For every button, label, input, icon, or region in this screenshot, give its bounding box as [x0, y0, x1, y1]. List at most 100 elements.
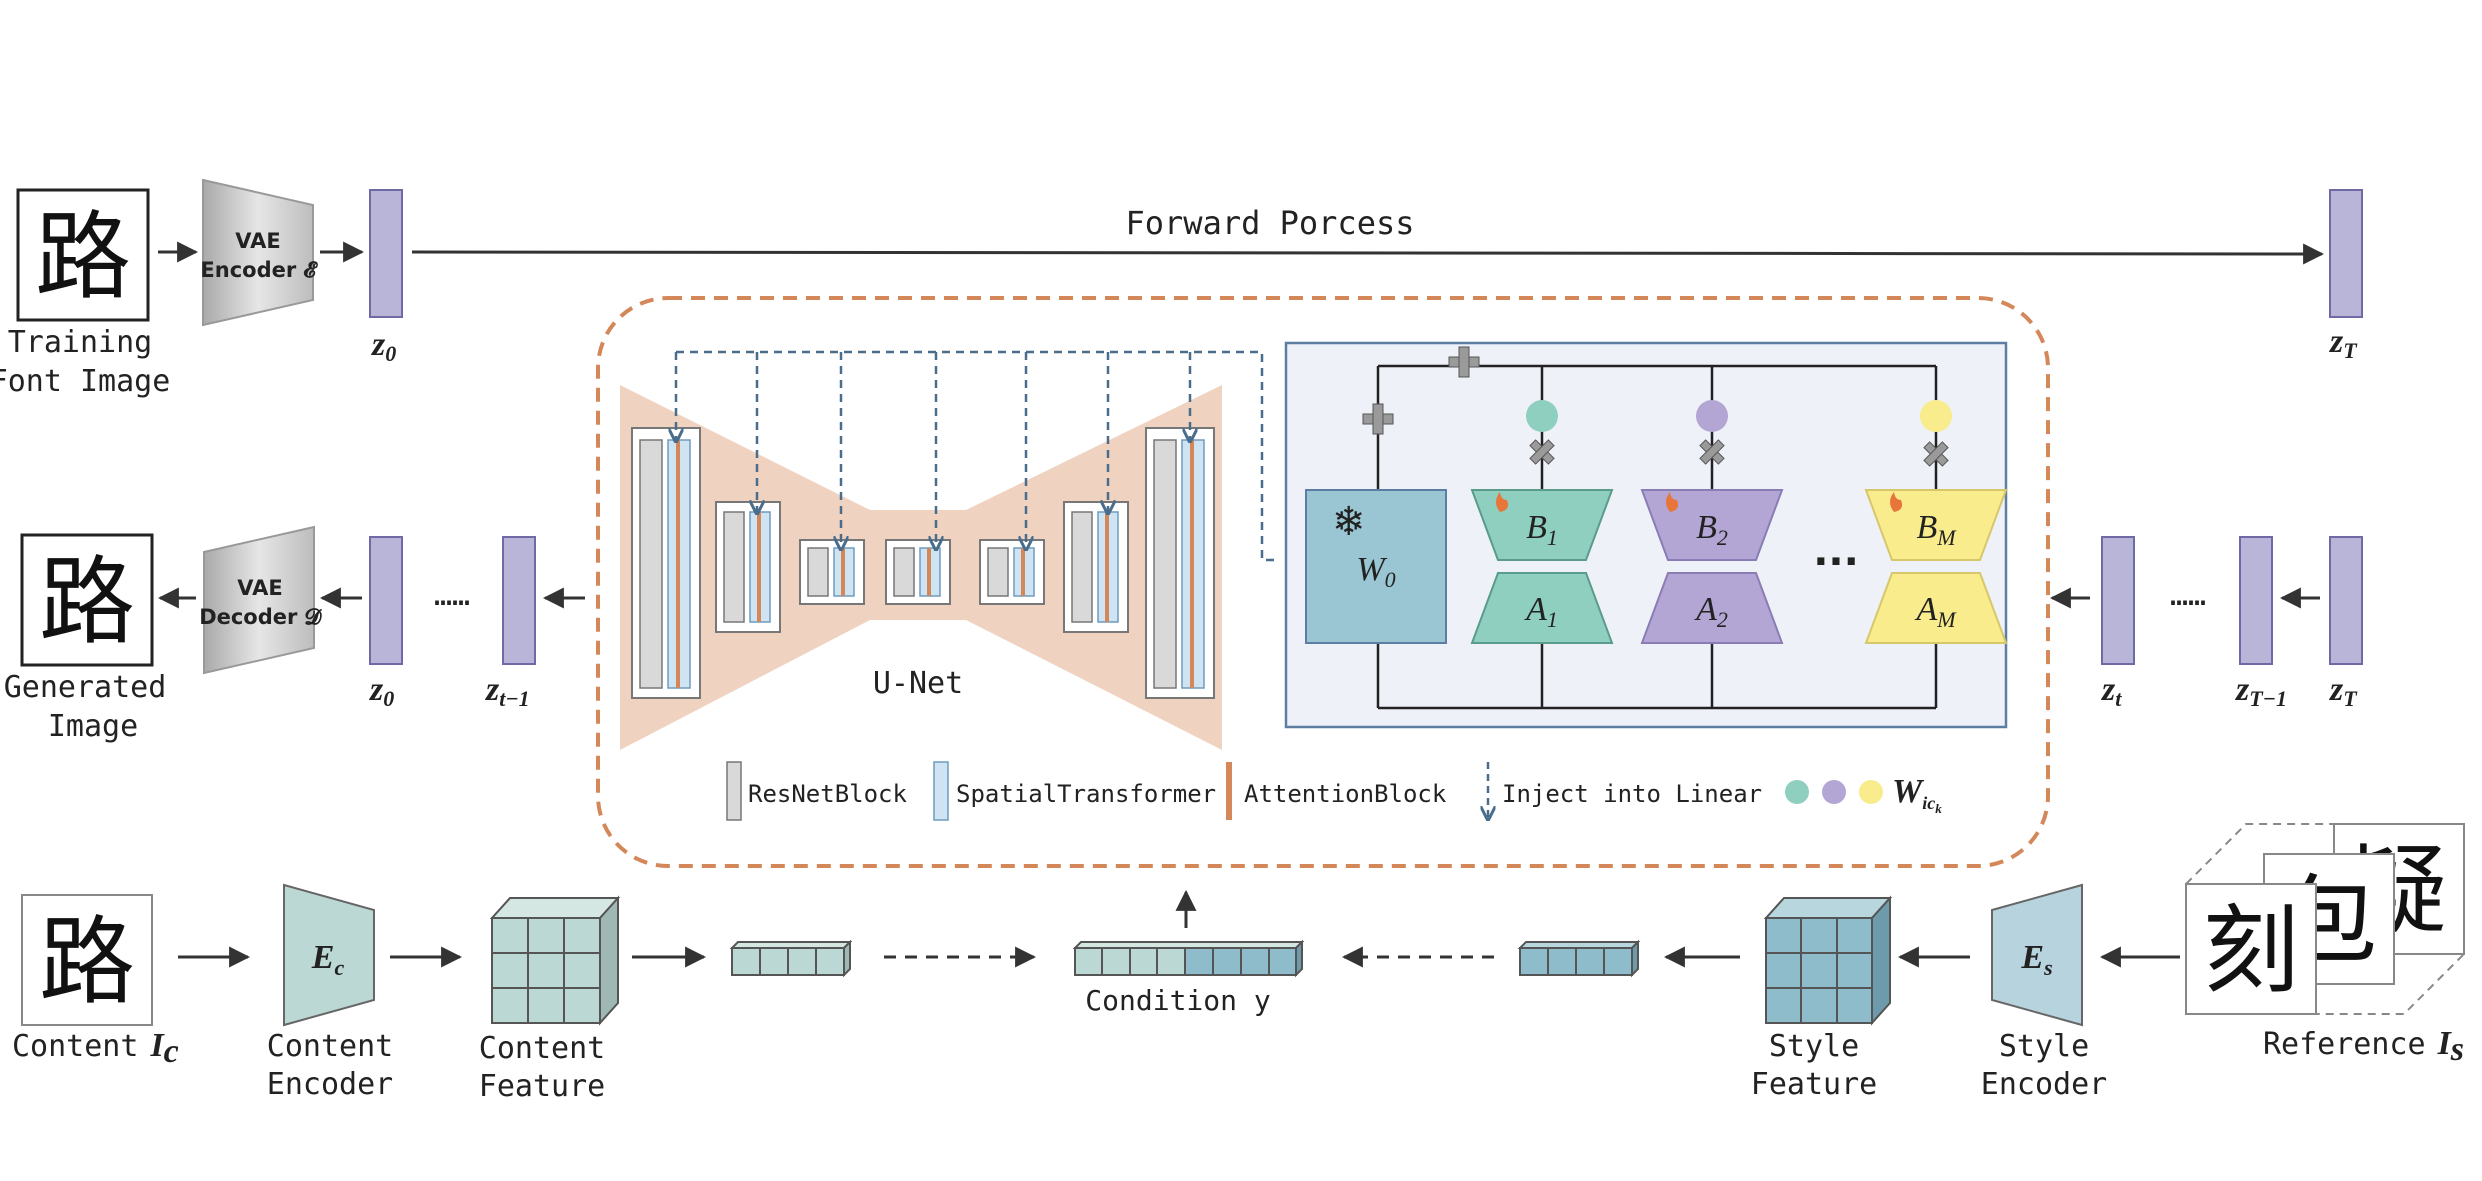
vae-encoder-label-1: VAE: [235, 229, 280, 253]
unet-block: [799, 539, 865, 605]
w0-label: W0: [1356, 551, 1395, 592]
legend-spatial-swatch: [933, 761, 949, 821]
style-token-strip: [1517, 939, 1641, 978]
zt1-label: zt−1: [485, 671, 530, 711]
reference-front-glyph: 刻: [2203, 895, 2299, 1007]
lora-panel: ❄ W0 B1 A1 B2 A2 ··· BM: [1284, 341, 2008, 729]
style-feature-label-2: Feature: [1751, 1067, 1877, 1102]
latent-zT-bottom: [2329, 536, 2363, 665]
lora-ellipsis: ···: [1813, 539, 1859, 585]
generated-label-1: Generated: [4, 670, 167, 705]
dots-right: ……: [2170, 578, 2206, 613]
vae-encoder: [202, 178, 314, 327]
multiply-icon: [1529, 439, 1555, 465]
training-font-image: [16, 188, 150, 322]
vae-encoder-label-2: Encoder 𝓔: [200, 258, 318, 282]
w0-block: [1305, 489, 1447, 644]
style-encoder-symbol: Es: [2020, 939, 2052, 980]
plus-icon: [1448, 346, 1480, 378]
latent-z0-top: [369, 189, 403, 318]
vae-decoder-label-2: Decoder 𝓓: [199, 605, 322, 629]
vae-decoder: [203, 525, 315, 675]
legend-inject-label: Inject into Linear: [1502, 780, 1762, 808]
content-feature-cube: [489, 895, 621, 1026]
a1-block: [1470, 572, 1614, 644]
weight-dot-1: [1526, 400, 1558, 432]
denoising-container: [596, 296, 2050, 868]
legend-attention-label: AttentionBlock: [1244, 780, 1447, 808]
style-encoder: [1991, 883, 2083, 1027]
training-row: 路 Training Font Image VAE Encoder 𝓔 z0 F…: [0, 178, 2363, 399]
unet-block: [979, 539, 1045, 605]
legend-dot-2: [1822, 780, 1846, 804]
unet-block: [1063, 501, 1129, 633]
content-token-strip: [729, 939, 853, 978]
generation-row: 路 Generated Image VAE Decoder 𝓓 z0 …… zt…: [4, 525, 2363, 744]
style-row: Style Feature Es Style Encoder 疑 包 刻 Ref…: [1517, 823, 2465, 1102]
zt-label: zt: [2101, 671, 2122, 711]
latent-z0-bottom: [369, 536, 403, 665]
legend-spatial-label: SpatialTransformer: [956, 780, 1216, 808]
flame-icon: [1666, 492, 1679, 512]
vae-decoder-label-1: VAE: [237, 576, 282, 600]
training-glyph: 路: [35, 201, 131, 313]
b2-label: B2: [1696, 509, 1728, 550]
content-encoder-label-1: Content: [267, 1029, 393, 1064]
latent-zt1: [502, 536, 536, 665]
generated-image: [20, 533, 154, 667]
zT-top-label: zT: [2329, 323, 2358, 363]
dots-left: ……: [434, 578, 470, 613]
legend-resnet-swatch: [726, 761, 742, 821]
forward-process-label: Forward Porcess: [1126, 204, 1415, 242]
training-label-1: Training: [8, 325, 153, 360]
weight-dot-m: [1920, 400, 1952, 432]
forward-arrow: [411, 243, 2325, 265]
injection-lines: [676, 350, 1280, 562]
a2-label: A2: [1694, 591, 1728, 632]
unet-block: [631, 427, 701, 699]
style-encoder-label-1: Style: [1999, 1029, 2089, 1064]
style-feature-label-1: Style: [1769, 1029, 1859, 1064]
latent-zT1: [2239, 536, 2273, 665]
style-encoder-label-2: Encoder: [1981, 1067, 2107, 1102]
snowflake-icon: ❄: [1332, 499, 1366, 545]
unet-block: [1145, 427, 1215, 699]
content-encoder: [283, 883, 375, 1027]
latent-zt: [2101, 536, 2135, 665]
unet: U-Net: [620, 350, 1280, 750]
content-feature-label-1: Content: [479, 1031, 605, 1066]
legend-attention-swatch: [1226, 762, 1232, 820]
am-block: [1864, 572, 2008, 644]
z0-top-label: z0: [371, 326, 396, 366]
am-label: AM: [1914, 591, 1957, 632]
condition-label: Condition y: [1085, 984, 1270, 1017]
a1-label: A1: [1524, 591, 1558, 632]
unet-label: U-Net: [873, 666, 963, 701]
flame-icon: [1890, 492, 1903, 512]
legend-dot-3: [1859, 780, 1883, 804]
reference-front-card: [2185, 883, 2317, 1015]
multiply-icon: [1923, 441, 1949, 467]
legend: ResNetBlock SpatialTransformer Attention…: [726, 761, 1942, 821]
content-encoder-label-2: Encoder: [267, 1067, 393, 1102]
style-feature-cube: [1763, 895, 1893, 1026]
reference-stack: 疑 包 刻: [2185, 823, 2465, 1015]
multiply-icon: [1699, 439, 1725, 465]
zT1-label: zT−1: [2235, 671, 2287, 711]
a2-block: [1640, 572, 1784, 644]
latent-zT-top: [2329, 189, 2363, 318]
weight-dot-2: [1696, 400, 1728, 432]
zT-bottom-label: zT: [2329, 671, 2358, 711]
plus-icon: [1362, 403, 1394, 435]
content-image: [21, 894, 153, 1026]
generated-glyph: 路: [39, 546, 135, 658]
legend-resnet-label: ResNetBlock: [748, 780, 907, 808]
legend-dot-1: [1785, 780, 1809, 804]
content-glyph: 路: [39, 906, 135, 1018]
z0-bottom-label: z0: [369, 671, 394, 711]
